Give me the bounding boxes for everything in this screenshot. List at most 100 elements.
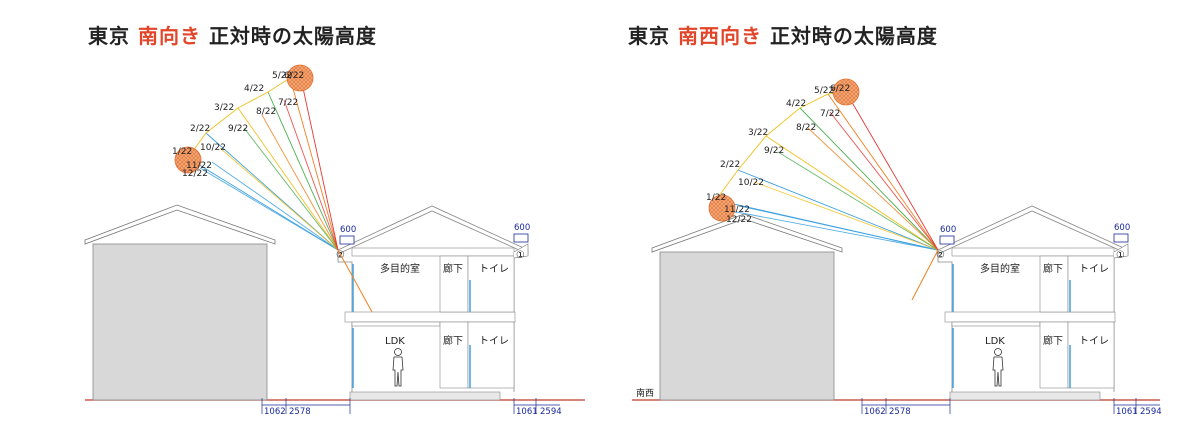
title-prefix: 東京	[628, 24, 670, 48]
sun-angle-diagram: 多目的室廊下トイレLDK廊下トイレ600②600①106225781061259…	[84, 64, 585, 417]
sun-date-label: 9/22	[764, 146, 784, 156]
room-label-toilet-lower: トイレ	[1079, 336, 1109, 347]
house-roof	[937, 205, 1129, 255]
sun-winter-icon	[708, 194, 736, 222]
sun-ray	[261, 114, 339, 251]
dim-2578: 2578	[889, 407, 911, 417]
ldk-ceiling	[351, 321, 441, 327]
room-label-toilet-lower: トイレ	[479, 336, 509, 347]
title-suffix: 正対時の太陽高度	[208, 24, 377, 48]
dim-1062: 1062	[264, 407, 286, 417]
upper-hall-box	[439, 255, 469, 313]
sun-date-label: 11/22	[186, 161, 212, 171]
title-accent: 南向き	[137, 24, 201, 48]
panel-south: 東京 南向き 正対時の太陽高度 多目的室廊下トイレLDK廊下トイレ600②600…	[84, 24, 585, 417]
sun-ray	[211, 161, 339, 251]
ldk-ceiling	[951, 321, 1041, 327]
dim-2594: 2594	[540, 407, 562, 417]
house-roof	[337, 205, 529, 255]
sun-ray	[737, 169, 939, 251]
sun-date-label: 6/22	[830, 84, 850, 94]
neighbor-house	[659, 251, 835, 401]
dim-1061: 1061	[1116, 407, 1138, 417]
sun-ray	[739, 205, 939, 251]
eave-dim-box-left	[939, 235, 955, 245]
sun-date-label: 8/22	[796, 123, 816, 133]
sun-date-label: 2/22	[190, 124, 210, 134]
right-eave	[513, 243, 529, 259]
room-label-multipurpose: 多目的室	[980, 262, 1020, 275]
dim-1061: 1061	[516, 407, 538, 417]
room-label-hall-lower: 廊下	[1043, 334, 1063, 347]
sun-date-label: 4/22	[786, 99, 806, 109]
sun-date-label: 2/22	[720, 160, 740, 170]
eave-dim-left: 600	[340, 225, 356, 235]
dim-2594: 2594	[1140, 407, 1162, 417]
sun-ray	[219, 147, 339, 251]
sun-ray	[765, 135, 939, 251]
mid-floor	[344, 311, 516, 323]
sun-date-label: 1/22	[706, 193, 726, 203]
sun-ray-penetration	[337, 249, 373, 313]
sun-ray-penetration	[911, 249, 939, 301]
sun-date-label: 4/22	[244, 84, 264, 94]
sun-ray	[827, 93, 939, 251]
sun-date-label: 3/22	[748, 128, 768, 138]
sun-date-label: 9/22	[228, 124, 248, 134]
house-wall-left	[937, 254, 953, 392]
sun-summer-icon	[832, 78, 860, 106]
lower-toilet-box	[1067, 321, 1115, 389]
sun-ray	[243, 127, 339, 251]
room-label-toilet-upper: トイレ	[479, 264, 509, 275]
room-label-multipurpose: 多目的室	[380, 262, 420, 275]
sun-date-label: 10/22	[738, 178, 764, 188]
person-head	[394, 348, 402, 356]
title-prefix: 東京	[88, 24, 130, 48]
neighbor-house	[92, 243, 268, 401]
room-label-hall-upper: 廊下	[443, 262, 463, 275]
sun-ray	[289, 77, 339, 251]
sun-ray	[283, 99, 339, 251]
marker-left: ②	[936, 250, 945, 261]
room-label-hall-lower: 廊下	[443, 334, 463, 347]
upper-ceiling	[951, 247, 1115, 257]
foundation	[349, 391, 501, 401]
sun-date-label: 11/22	[724, 205, 750, 215]
lower-toilet-box	[467, 321, 515, 389]
lower-hall-box	[439, 321, 469, 389]
neighbor-roof	[84, 204, 276, 245]
eave-dim-box-right	[1113, 233, 1129, 243]
panel-title: 東京 南西向き 正対時の太陽高度	[628, 20, 938, 49]
upper-hall-box	[1039, 255, 1069, 313]
title-accent: 南西向き	[677, 24, 762, 48]
room-label-ldk: LDK	[985, 336, 1005, 347]
sun-ray	[725, 209, 939, 251]
sun-date-label: 12/22	[726, 215, 752, 225]
eave-dim-right: 600	[514, 223, 530, 233]
title-suffix: 正対時の太陽高度	[769, 24, 938, 48]
lower-hall-box	[1039, 321, 1069, 389]
sun-ray	[753, 181, 939, 251]
dim-1062: 1062	[864, 407, 886, 417]
sun-ray	[829, 111, 939, 251]
sun-ray	[777, 151, 939, 251]
upper-toilet-box	[467, 255, 515, 313]
eave-dim-box-right	[513, 233, 529, 243]
person-head	[994, 348, 1002, 356]
person-body	[392, 356, 404, 387]
eave-dim-left: 600	[940, 225, 956, 235]
room-label-toilet-upper: トイレ	[1079, 264, 1109, 275]
marker-right: ①	[516, 250, 525, 261]
sun-date-label: 12/22	[182, 169, 208, 179]
marker-right: ①	[1116, 250, 1125, 261]
sun-path-arc	[715, 91, 847, 201]
sun-date-label: 3/22	[214, 103, 234, 113]
eave-dim-right: 600	[1114, 223, 1130, 233]
person-body	[992, 356, 1004, 387]
mid-floor	[944, 311, 1116, 323]
sun-ray	[299, 73, 339, 251]
house-wall-left	[337, 254, 353, 392]
sun-date-label: 7/22	[820, 109, 840, 119]
